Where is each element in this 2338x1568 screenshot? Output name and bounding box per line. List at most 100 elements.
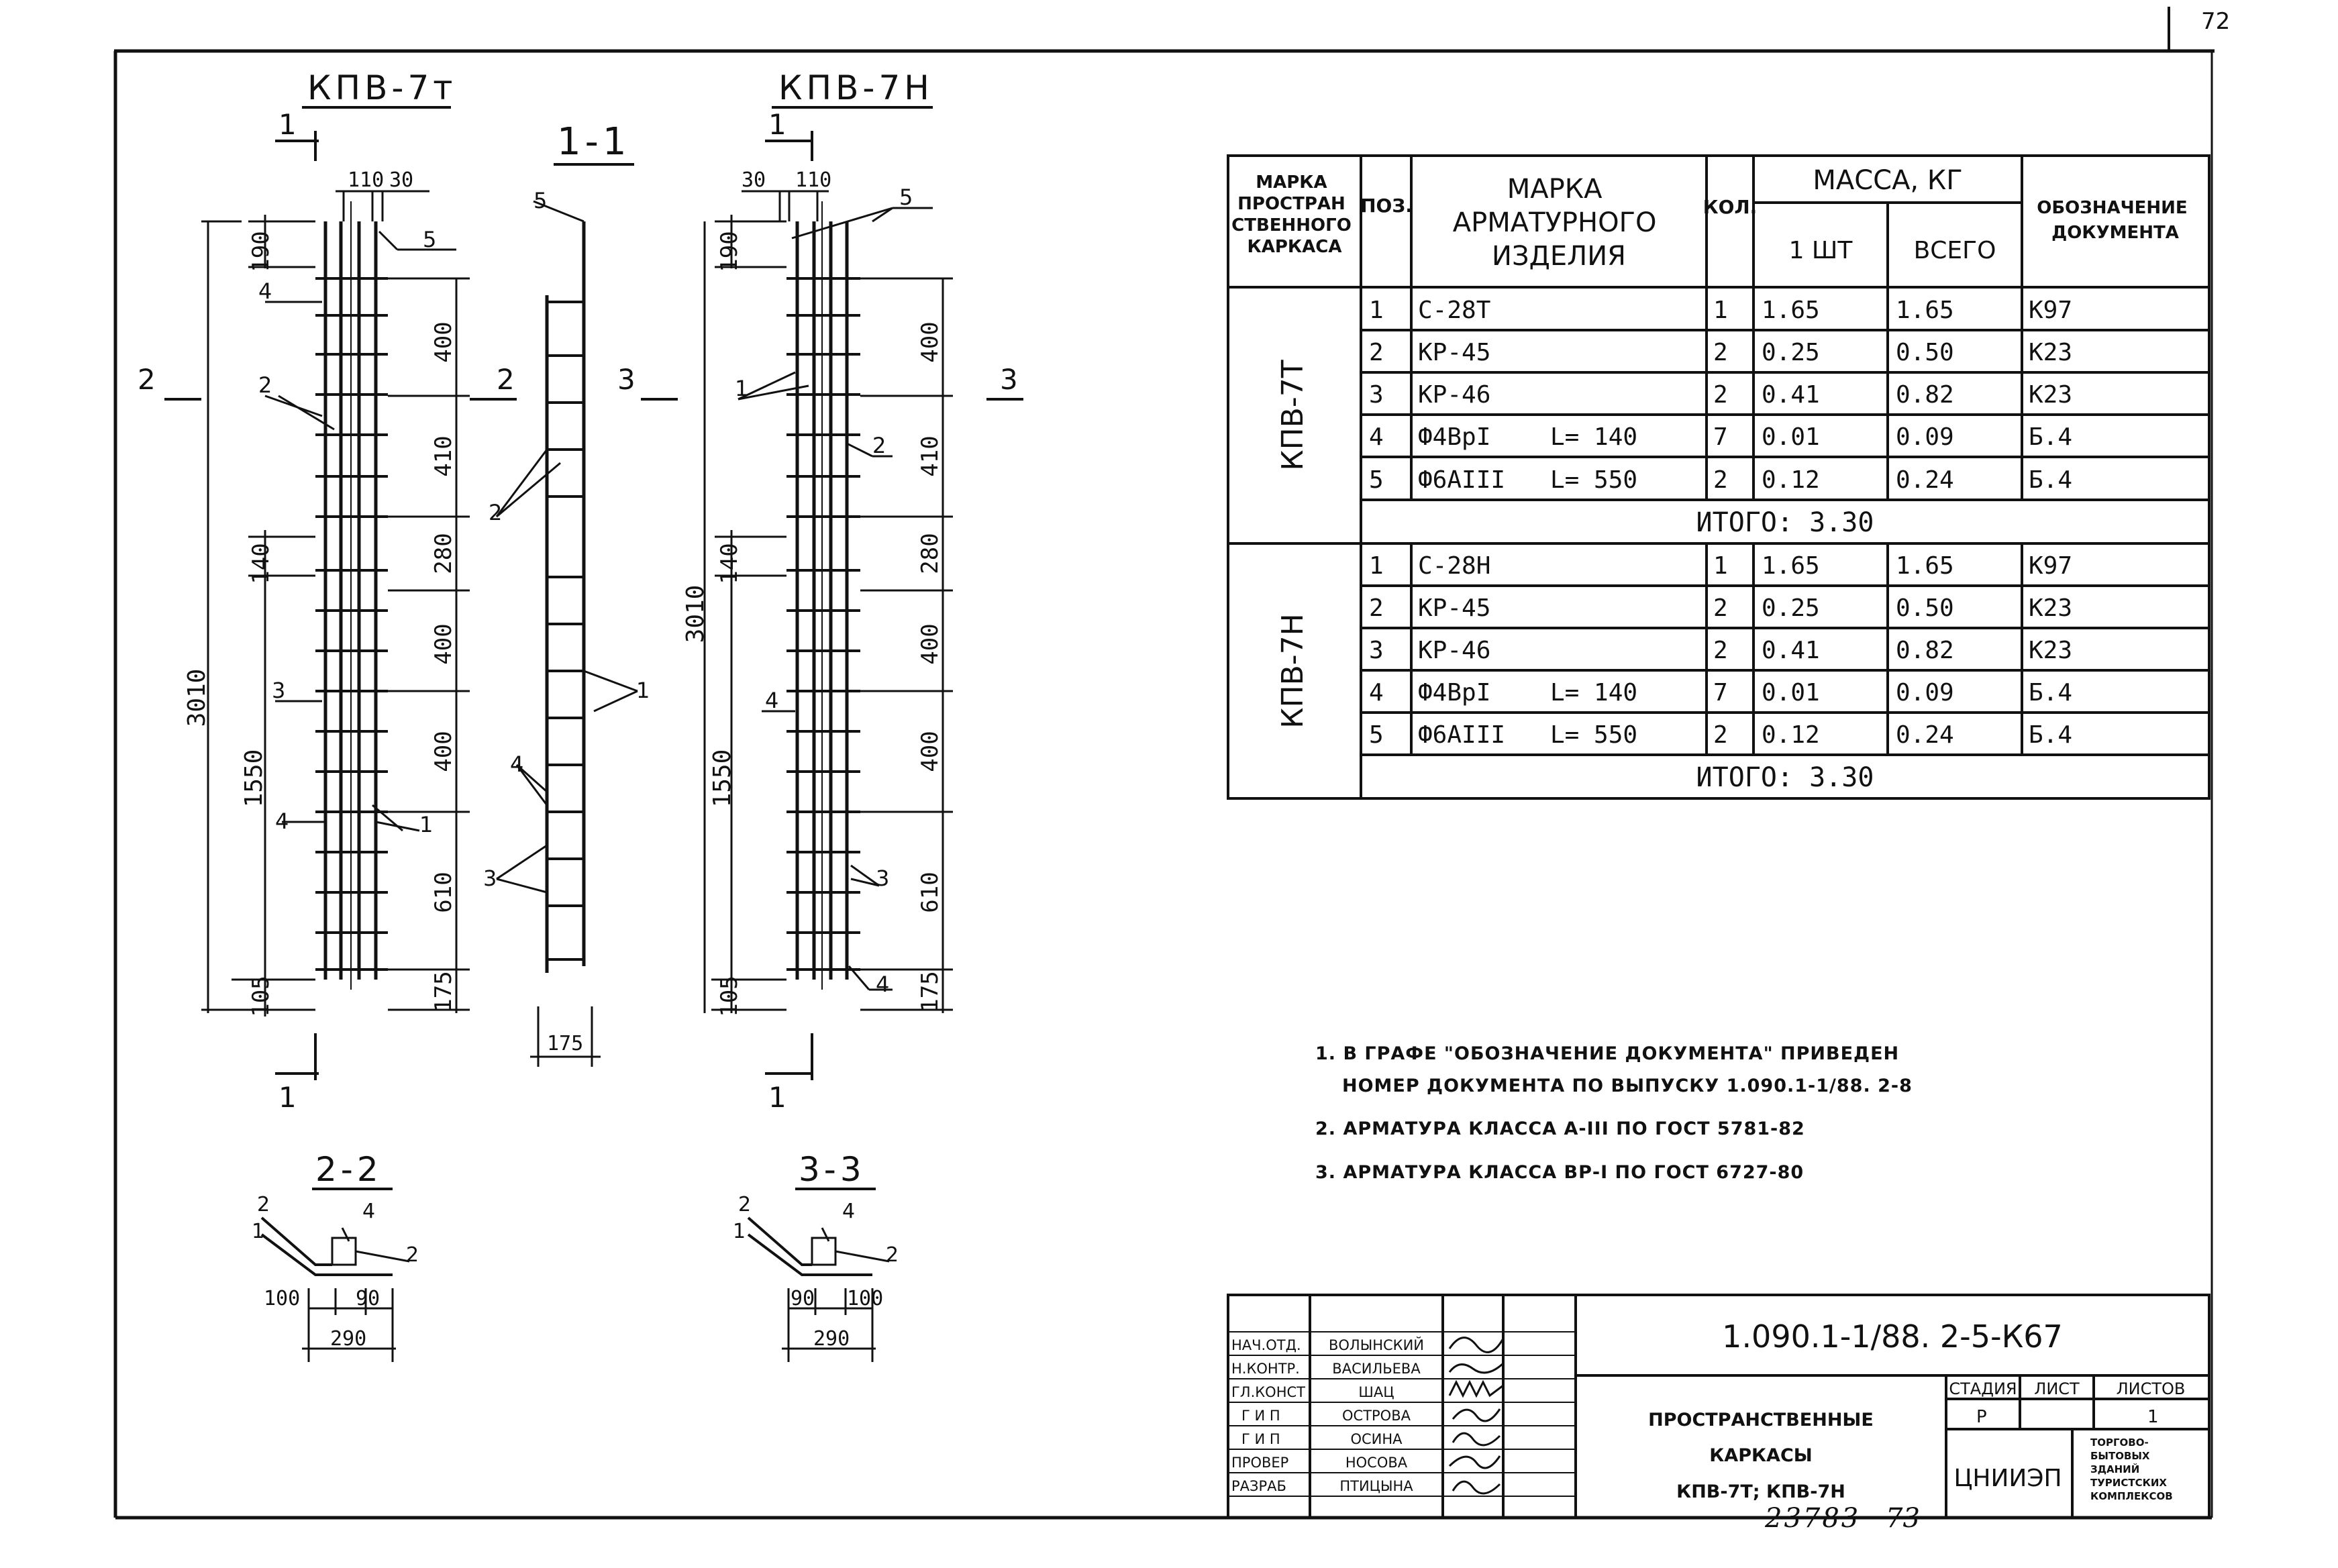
cell-doc: Б.4 — [2029, 679, 2072, 707]
header-marka-karkasa: МАРКА ПРОСТРАН СТВЕННОГО КАРКАСА — [1231, 172, 1358, 257]
dim-400a: 400 — [430, 321, 457, 362]
cell-mark: КР-45 — [1418, 594, 1490, 622]
name-cell: ОСИНА — [1350, 1431, 1403, 1447]
dim-610: 610 — [430, 872, 457, 912]
roles-column: НАЧ.ОТД. Н.КОНТР. ГЛ.КОНСТ Г И П Г И П П… — [1231, 1337, 1305, 1494]
dim-400a: 400 — [917, 321, 944, 362]
cell-doc: Б.4 — [2029, 721, 2072, 749]
header-oboznachenie: ОБОЗНАЧЕНИЕ ДОКУМЕНТА — [2037, 198, 2194, 243]
table-rows-group-1: 1 С-28Т 1 1.65 1.65 К97 2 КР-45 2 0.25 0… — [1369, 297, 2072, 494]
name-cell: НОСОВА — [1345, 1455, 1408, 1471]
pos-label-4: 4 — [510, 751, 523, 777]
cut-label-top: 1 — [768, 108, 786, 141]
group-name: КПВ-7Т — [1276, 360, 1310, 470]
dim-400c: 400 — [917, 731, 944, 772]
cell-len: L= 140 — [1550, 423, 1637, 451]
section-2-2: 2-2 100 90 290 2 1 4 2 — [252, 1150, 419, 1362]
dim-100: 100 — [264, 1287, 300, 1310]
cell-one: 0.25 — [1762, 339, 1820, 366]
cell-all: 0.09 — [1896, 679, 1954, 707]
dim-3010: 3010 — [682, 585, 709, 643]
organization-description: ТОРГОВО- БЫТОВЫХ ЗДАНИЙ ТУРИСТСКИХ КОМПЛ… — [2090, 1436, 2173, 1502]
dim-400b: 400 — [917, 623, 944, 664]
cell-one: 0.25 — [1762, 594, 1820, 622]
cell-mark: КР-45 — [1418, 339, 1490, 366]
role-label: РАЗРАБ — [1231, 1478, 1286, 1494]
dim-140: 140 — [716, 543, 743, 584]
dim-290: 290 — [330, 1327, 366, 1351]
cut-label-3: 3 — [1000, 363, 1018, 396]
cell-poz: 1 — [1369, 552, 1384, 580]
pos-label-1: 1 — [735, 376, 748, 401]
cell-one: 0.41 — [1762, 637, 1820, 664]
note-2: 2. АРМАТУРА КЛАССА А-III ПО ГОСТ 5781-82 — [1315, 1118, 1805, 1139]
dim-190: 190 — [248, 231, 274, 272]
section-3-3: 3-3 90 100 290 2 1 4 2 — [733, 1150, 899, 1362]
pos-label-3: 3 — [272, 678, 285, 703]
cell-kol: 7 — [1713, 679, 1728, 707]
cell-poz: 2 — [1369, 339, 1384, 366]
cell-len: L= 140 — [1550, 679, 1637, 707]
cell-kol: 2 — [1713, 721, 1728, 749]
pos-label-5: 5 — [899, 185, 913, 210]
cell-doc: К23 — [2029, 594, 2072, 622]
pos-label-1: 1 — [636, 678, 650, 703]
note-3: 3. АРМАТУРА КЛАССА ВР-I ПО ГОСТ 6727-80 — [1315, 1162, 1805, 1183]
cell-poz: 5 — [1369, 466, 1384, 494]
total-row: ИТОГО: 3.30 — [1696, 762, 1874, 793]
cell-kol: 1 — [1713, 297, 1728, 324]
dim-140: 140 — [248, 543, 274, 584]
title-block: НАЧ.ОТД. Н.КОНТР. ГЛ.КОНСТ Г И П Г И П П… — [1227, 1294, 2210, 1519]
cell-doc: К23 — [2029, 381, 2072, 409]
section-title: 1-1 — [557, 120, 630, 164]
dim-190: 190 — [716, 231, 743, 272]
cell-doc: К23 — [2029, 637, 2072, 664]
pos-label-2: 2 — [489, 500, 502, 525]
pos-label: 2 — [406, 1243, 419, 1267]
cell-poz: 4 — [1369, 423, 1384, 451]
role-label: Г И П — [1241, 1408, 1280, 1424]
pos-label-4: 4 — [258, 278, 272, 304]
stage-label: СТАДИЯ — [1949, 1379, 2017, 1398]
dim-1550: 1550 — [240, 749, 268, 808]
cell-kol: 2 — [1713, 637, 1728, 664]
cell-poz: 2 — [1369, 594, 1384, 622]
cell-all: 0.50 — [1896, 339, 1954, 366]
pos-label: 1 — [733, 1220, 746, 1243]
dim-610: 610 — [917, 872, 944, 912]
dim-400c: 400 — [430, 731, 457, 772]
sheet-label: ЛИСТ — [2034, 1379, 2080, 1398]
cell-poz: 3 — [1369, 381, 1384, 409]
cut-label-bottom: 1 — [278, 1081, 297, 1114]
header-massa: МАССА, КГ — [1813, 165, 1962, 196]
cell-kol: 2 — [1713, 466, 1728, 494]
title-line: КАРКАСЫ — [1709, 1445, 1813, 1466]
pos-label-5: 5 — [533, 188, 547, 213]
organization: ЦНИИЭП — [1953, 1465, 2062, 1492]
cell-doc: К23 — [2029, 339, 2072, 366]
pos-label-2: 2 — [258, 372, 272, 398]
cell-mark: КР-46 — [1418, 637, 1490, 664]
cell-one: 0.01 — [1762, 423, 1820, 451]
name-cell: ВАСИЛЬЕВА — [1332, 1361, 1421, 1377]
pos-label-4: 4 — [765, 688, 778, 713]
dim-110: 110 — [795, 168, 831, 192]
header-vsego: ВСЕГО — [1914, 237, 1996, 264]
dim-175: 175 — [430, 971, 457, 1012]
name-cell: ШАЦ — [1358, 1384, 1394, 1400]
pos-label: 2 — [886, 1243, 899, 1267]
inventory-number: 23783 — [1765, 1503, 1861, 1534]
cell-all: 1.65 — [1896, 552, 1954, 580]
dim-90: 90 — [356, 1287, 380, 1310]
role-label: ПРОВЕР — [1231, 1455, 1288, 1471]
cell-one: 0.01 — [1762, 679, 1820, 707]
cell-all: 0.82 — [1896, 637, 1954, 664]
section-1-1: 1-1 — [483, 120, 678, 1067]
cell-kol: 2 — [1713, 594, 1728, 622]
view-title: КПВ-7Н — [778, 68, 933, 107]
dim-175: 175 — [917, 971, 944, 1012]
stage-value: Р — [1976, 1407, 1987, 1427]
cell-one: 1.65 — [1762, 552, 1820, 580]
section-title: 3-3 — [799, 1150, 866, 1189]
